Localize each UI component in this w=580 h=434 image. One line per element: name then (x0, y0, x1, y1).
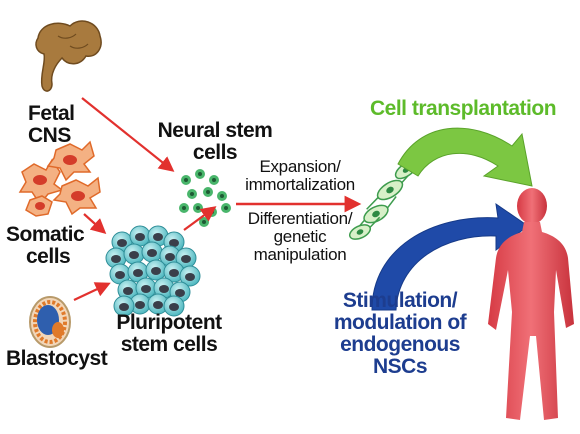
pluripotent-cell-nucleus (185, 273, 195, 281)
label-somatic-cells: Somatic cells (6, 223, 85, 269)
label-pluripotent: Pluripotent stem cells (104, 311, 234, 357)
pluripotent-cell-nucleus (153, 233, 163, 241)
human-body-icon (488, 188, 574, 420)
blastocyst-icon (29, 296, 71, 348)
arrow-somatic-to-pluripotent (83, 213, 107, 235)
label-blastocyst: Blastocyst (6, 347, 108, 370)
label-stimulation: Stimulation/ modulation of endogenous NS… (330, 289, 470, 379)
pluripotent-cell-nucleus (117, 239, 127, 247)
pluripotent-cell-nucleus (135, 233, 145, 241)
stimulation-line4: NSCs (372, 355, 428, 379)
pluripotent-cell-nucleus (181, 255, 191, 263)
pluripotent-line1: Pluripotent (116, 311, 222, 334)
stimulation-line3: endogenous (340, 333, 460, 357)
expansion-line1: Expansion/ (259, 157, 341, 176)
pluripotent-cell-nucleus (175, 289, 185, 297)
stimulation-line1: Stimulation/ (342, 289, 458, 312)
pluripotent-cell-nucleus (111, 255, 121, 263)
pluripotent-cell-nucleus (159, 285, 169, 293)
pluripotent-cell-nucleus (135, 301, 145, 309)
expansion-line2: immortalization (245, 174, 355, 194)
pluripotent-cell-nucleus (153, 301, 163, 309)
neural-stem-cell-nucleus (182, 206, 186, 210)
transplant-text: Cell transplantation (370, 97, 557, 120)
neural-stem-cell-nucleus (220, 194, 224, 198)
pluripotent-line2: stem cells (120, 333, 218, 357)
label-neural-stem-cells: Neural stem cells (150, 119, 280, 165)
differentiation-line2: genetic (273, 226, 327, 246)
pluripotent-cell-nucleus (133, 269, 143, 277)
pluripotent-cell-nucleus (141, 285, 151, 293)
pluripotent-cells-icon (105, 225, 201, 317)
fetal-line1: Fetal (28, 102, 75, 125)
pluripotent-cell-nucleus (123, 287, 133, 295)
arrow-stimulation (371, 202, 529, 311)
pluripotent-cell-nucleus (119, 303, 129, 311)
neural-stem-cell-nucleus (202, 220, 206, 224)
pluripotent-cell-nucleus (151, 267, 161, 275)
fetal-cns-icon (35, 20, 102, 92)
blastocyst-text: Blastocyst (6, 347, 108, 370)
label-cell-transplantation: Cell transplantation (370, 97, 557, 120)
fetal-line2: CNS (28, 124, 71, 148)
differentiation-line3: manipulation (253, 244, 347, 264)
arrow-cell-transplantation (397, 127, 533, 187)
pluripotent-cell-nucleus (115, 271, 125, 279)
arrow-pluripotent-to-nsc (183, 206, 217, 231)
somatic-line1: Somatic (6, 223, 85, 246)
nsc-line2: cells (192, 141, 238, 165)
label-differentiation: Differentiation/ genetic manipulation (240, 210, 360, 264)
differentiation-line1: Differentiation/ (247, 209, 353, 228)
pluripotent-cell-nucleus (129, 251, 139, 259)
neural-stem-cell-nucleus (198, 172, 202, 176)
neural-stem-cell-nucleus (184, 178, 188, 182)
differentiated-cells-icon (348, 149, 425, 240)
neural-stem-cell-nucleus (212, 178, 216, 182)
neural-stem-cells-icon (179, 169, 231, 227)
pluripotent-cell-nucleus (169, 269, 179, 277)
somatic-cells-icon (18, 140, 101, 217)
label-expansion: Expansion/ immortalization (240, 158, 360, 194)
arrow-blastocyst-to-pluripotent (73, 282, 111, 301)
neural-stem-cell-nucleus (190, 192, 194, 196)
neural-stem-cell-nucleus (196, 206, 200, 210)
pluripotent-cell-nucleus (169, 303, 179, 311)
stimulation-line2: modulation of (333, 311, 467, 335)
arrow-fetal-to-nsc (81, 97, 175, 172)
label-fetal-cns: Fetal CNS (28, 102, 75, 148)
somatic-line2: cells (26, 245, 71, 269)
pluripotent-cell-nucleus (147, 249, 157, 257)
pluripotent-cell-nucleus (165, 253, 175, 261)
nsc-line1: Neural stem (157, 119, 273, 142)
pluripotent-cell-nucleus (169, 239, 179, 247)
neural-stem-cell-nucleus (224, 206, 228, 210)
neural-stem-cell-nucleus (206, 190, 210, 194)
